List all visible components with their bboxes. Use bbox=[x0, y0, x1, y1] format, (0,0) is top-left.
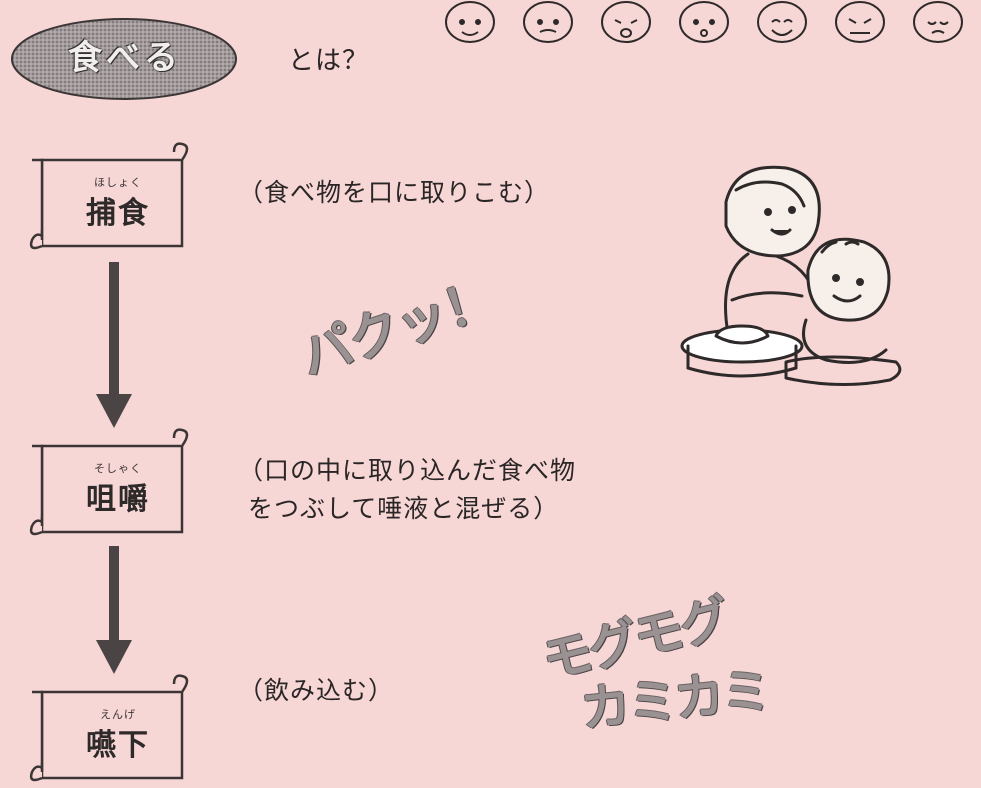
stage-description: （口の中に取り込んだ食べ物 をつぶして唾液と混ぜる） bbox=[238, 452, 576, 528]
stage-scroll-2: そしゃく 咀嚼 bbox=[22, 422, 198, 540]
onomatopoeia-bite: パクッ！ bbox=[293, 269, 503, 389]
stage-scroll-3: えんげ 嚥下 bbox=[22, 668, 198, 786]
stage-description-line: （食べ物を口に取りこむ） bbox=[238, 178, 551, 207]
stage-ruby: そしゃく bbox=[94, 462, 142, 475]
stage-kanji: 咀嚼 bbox=[86, 482, 150, 517]
stage-ruby: ほしょく bbox=[94, 176, 142, 189]
stage-ruby: えんげ bbox=[100, 708, 136, 721]
scroll-frame-icon bbox=[29, 428, 189, 536]
stage-description: （飲み込む） bbox=[238, 672, 394, 710]
stage-description-line: （口の中に取り込んだ食べ物 bbox=[238, 456, 577, 485]
mother-feeding-baby-icon bbox=[680, 165, 902, 387]
down-arrow-icon bbox=[96, 546, 132, 674]
stage-kanji: 捕食 bbox=[86, 196, 150, 231]
stage-description-line: （飲み込む） bbox=[238, 676, 395, 705]
scroll-frame-icon bbox=[29, 142, 189, 250]
scroll-frame-icon bbox=[29, 674, 189, 782]
title-pill bbox=[11, 18, 237, 100]
title-word: 食べる bbox=[68, 38, 182, 78]
stage-kanji: 嚥下 bbox=[86, 728, 150, 763]
down-arrow-icon bbox=[96, 262, 132, 428]
baby-faces-icon bbox=[445, 1, 963, 43]
title-suffix: とは？ bbox=[288, 46, 370, 76]
stage-description: （食べ物を口に取りこむ） bbox=[238, 174, 550, 212]
stage-scroll-1: ほしょく 捕食 bbox=[22, 136, 198, 254]
stage-description-line: をつぶして唾液と混ぜる） bbox=[248, 494, 560, 523]
